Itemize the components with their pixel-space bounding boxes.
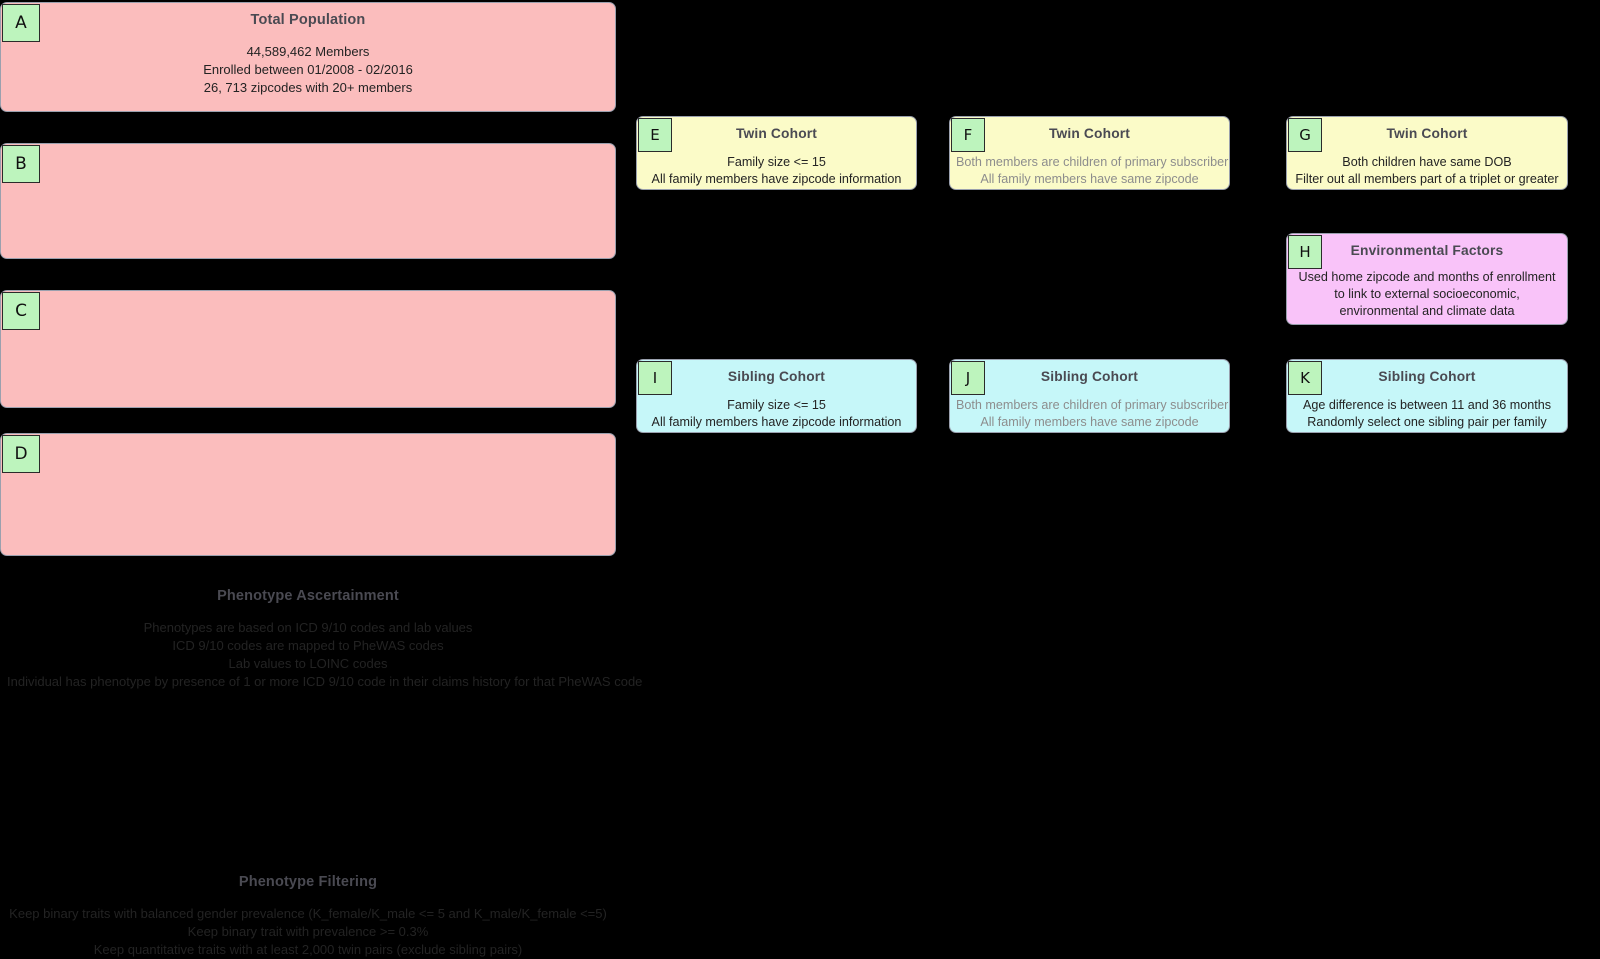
node-j-content: Sibling Cohort Both members are children… [950,369,1229,431]
node-d-line-3: Keep quantitative traits with at least 2… [93,942,523,958]
node-c-body: Phenotypes are based on ICD 9/10 codes a… [7,619,643,691]
node-d-phenotype-filtering[interactable]: D Phenotype Filtering Keep binary traits… [0,433,616,957]
node-e-content: Twin Cohort Family size <= 15 All family… [637,126,916,188]
node-tag-b: B [2,145,40,183]
node-f-content: Twin Cohort Both members are children of… [950,126,1229,188]
node-tag-h: H [1288,235,1322,269]
node-j-body: Both members are children of primary sub… [956,397,1229,432]
node-c-phenotype-ascertainment[interactable]: C Phenotype Ascertainment Phenotypes are… [0,290,642,689]
node-a-total-population[interactable]: A Total Population 44,589,462 Members En… [0,2,616,112]
node-g-body: Both children have same DOB Filter out a… [1293,154,1561,189]
node-c-line-4: Individual has phenotype by presence of … [7,674,643,690]
node-f-twin-cohort[interactable]: F Twin Cohort Both members are children … [949,116,1230,190]
node-h-body: Used home zipcode and months of enrollme… [1293,269,1561,321]
node-k-content: Sibling Cohort Age difference is between… [1287,369,1567,431]
node-g-line-1: Both children have same DOB [1342,154,1512,169]
node-i-line-1: Family size <= 15 [727,397,826,412]
node-a-content: Total Population 44,589,462 Members Enro… [1,12,615,97]
node-i-title: Sibling Cohort [727,369,826,384]
node-tag-c: C [2,292,40,330]
node-j-line-2: All family members have same zipcode [980,414,1199,429]
node-d-body: Keep binary traits with balanced gender … [7,905,609,959]
node-e-line-2: All family members have zipcode informat… [651,171,902,186]
node-g-title: Twin Cohort [1386,126,1468,141]
node-c-content: Phenotype Ascertainment Phenotypes are b… [1,588,643,691]
node-k-body: Age difference is between 11 and 36 mont… [1293,397,1561,432]
node-tag-g: G [1288,118,1322,152]
node-a-title: Total Population [250,12,366,28]
node-g-twin-cohort[interactable]: G Twin Cohort Both children have same DO… [1286,116,1568,190]
node-k-line-1: Age difference is between 11 and 36 mont… [1302,397,1552,412]
node-h-content: Environmental Factors Used home zipcode … [1287,243,1567,321]
node-c-line-2: ICD 9/10 codes are mapped to PheWAS code… [172,638,444,654]
node-c-title: Phenotype Ascertainment [217,588,399,604]
node-e-line-1: Family size <= 15 [727,154,826,169]
node-d-line-1: Keep binary traits with balanced gender … [9,906,607,922]
node-f-line-2: All family members have same zipcode [980,171,1199,186]
node-h-environmental-factors[interactable]: H Environmental Factors Used home zipcod… [1286,233,1568,325]
node-tag-j: J [951,361,985,395]
node-tag-a: A [2,4,40,42]
node-f-title: Twin Cohort [1048,126,1131,141]
node-j-title: Sibling Cohort [1040,369,1139,384]
node-tag-k: K [1288,361,1322,395]
node-a-line-1: 44,589,462 Members [246,44,370,60]
node-f-line-1: Both members are children of primary sub… [956,154,1229,169]
node-i-sibling-cohort[interactable]: I Sibling Cohort Family size <= 15 All f… [636,359,917,433]
node-j-sibling-cohort[interactable]: J Sibling Cohort Both members are childr… [949,359,1230,433]
node-e-body: Family size <= 15 All family members hav… [643,154,910,189]
node-e-title: Twin Cohort [735,126,818,141]
node-b-filtered-population[interactable]: B Filtered Population Born on or after 1… [0,143,616,377]
node-k-line-2: Randomly select one sibling pair per fam… [1307,414,1547,429]
node-c-line-1: Phenotypes are based on ICD 9/10 codes a… [143,620,473,636]
node-g-content: Twin Cohort Both children have same DOB … [1287,126,1567,188]
node-tag-i: I [638,361,672,395]
node-f-body: Both members are children of primary sub… [956,154,1229,189]
node-i-content: Sibling Cohort Family size <= 15 All fam… [637,369,916,431]
node-tag-f: F [951,118,985,152]
node-a-line-2: Enrolled between 01/2008 - 02/2016 [203,62,413,78]
node-d-title: Phenotype Filtering [238,874,378,890]
node-tag-e: E [638,118,672,152]
node-h-line-1: Used home zipcode and months of enrollme… [1298,269,1556,319]
node-tag-d: D [2,435,40,473]
node-i-line-2: All family members have zipcode informat… [651,414,902,429]
node-k-sibling-cohort[interactable]: K Sibling Cohort Age difference is betwe… [1286,359,1568,433]
node-e-twin-cohort[interactable]: E Twin Cohort Family size <= 15 All fami… [636,116,917,190]
node-h-title: Environmental Factors [1350,243,1504,258]
node-d-line-2: Keep binary trait with prevalence >= 0.3… [187,924,429,940]
node-k-title: Sibling Cohort [1378,369,1476,384]
node-j-line-1: Both members are children of primary sub… [956,397,1229,412]
node-i-body: Family size <= 15 All family members hav… [643,397,910,432]
node-a-body: 44,589,462 Members Enrolled between 01/2… [7,43,609,97]
diagram-canvas: A Total Population 44,589,462 Members En… [0,2,1568,958]
node-d-content: Phenotype Filtering Keep binary traits w… [1,874,615,959]
node-g-line-2: Filter out all members part of a triplet… [1295,171,1559,186]
node-c-line-3: Lab values to LOINC codes [228,656,388,672]
node-a-line-3: 26, 713 zipcodes with 20+ members [203,80,413,96]
